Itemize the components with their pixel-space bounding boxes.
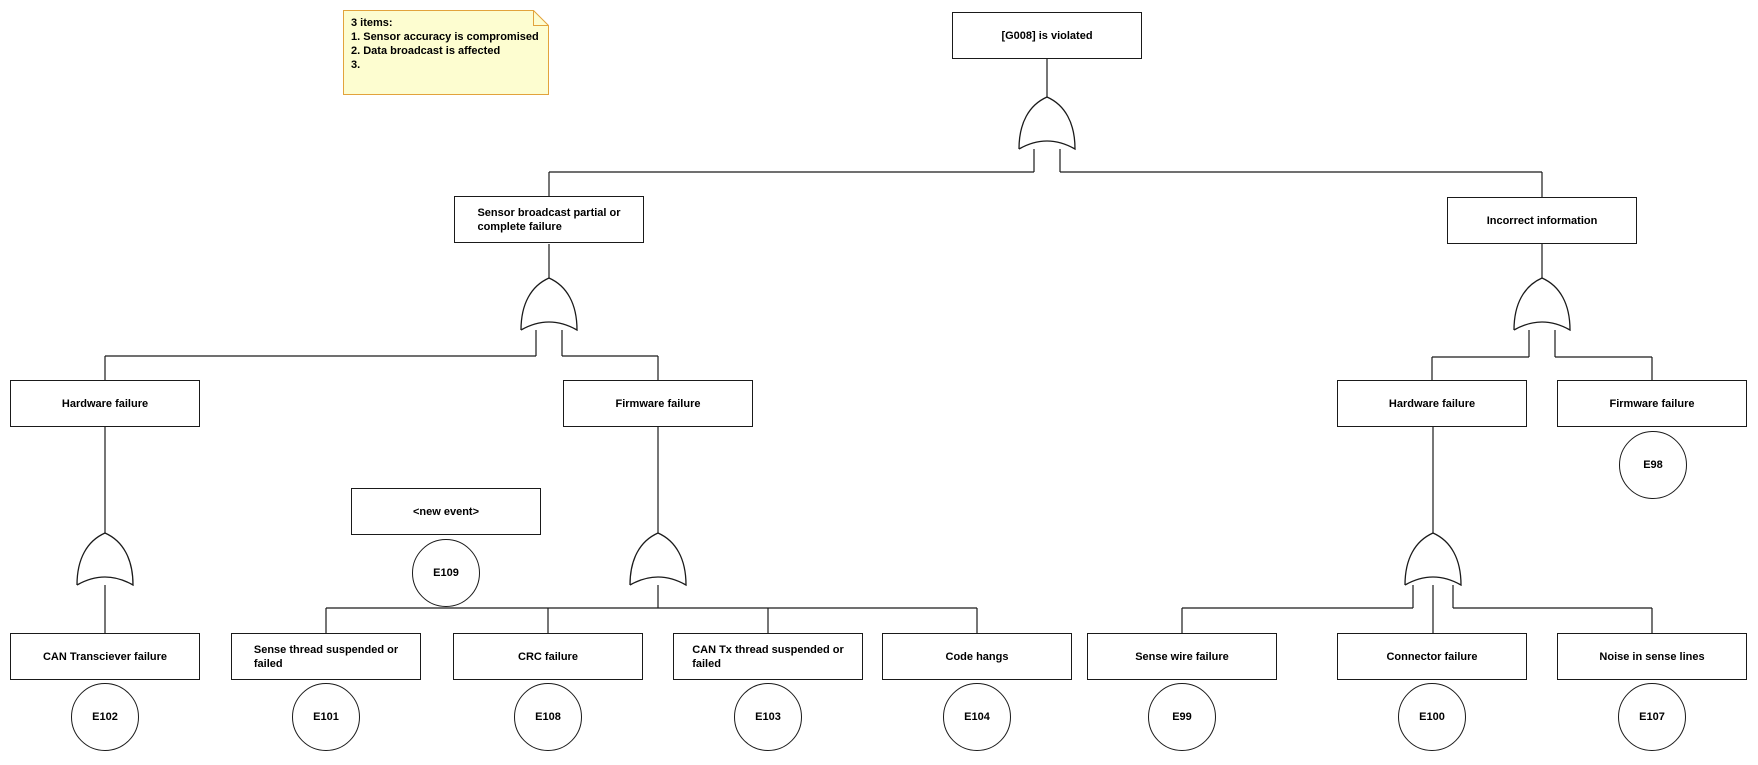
note-line: 2. Data broadcast is affected — [351, 45, 501, 57]
sense-wire-failure[interactable]: Sense wire failure — [1087, 633, 1277, 680]
event-e98[interactable]: E98 — [1619, 431, 1687, 499]
sticky-note[interactable]: 3 items: 1. Sensor accuracy is compromis… — [343, 10, 549, 95]
noise-in-sense-lines[interactable]: Noise in sense lines — [1557, 633, 1747, 680]
sensor-broadcast-failure[interactable]: Sensor broadcast partial or complete fai… — [454, 196, 644, 243]
new-event[interactable]: <new event> — [351, 488, 541, 535]
event-label: E101 — [313, 711, 339, 723]
node-label: Sensor broadcast partial or complete fai… — [477, 206, 621, 233]
hardware-failure-left[interactable]: Hardware failure — [10, 380, 200, 427]
note-line: 3 items: — [351, 17, 393, 29]
event-label: E99 — [1172, 711, 1192, 723]
event-e101[interactable]: E101 — [292, 683, 360, 751]
node-label: Noise in sense lines — [1599, 650, 1705, 663]
event-label: E107 — [1639, 711, 1665, 723]
hardware-failure-right[interactable]: Hardware failure — [1337, 380, 1527, 427]
or-gate-hardware-right[interactable] — [1404, 532, 1462, 587]
node-label: Sense thread suspended or failed — [253, 643, 399, 670]
connectors — [104, 59, 1653, 633]
sticky-note-shape — [343, 10, 549, 95]
or-gate-firmware-left[interactable] — [629, 532, 687, 587]
node-label: Sense wire failure — [1135, 650, 1229, 663]
event-e100[interactable]: E100 — [1398, 683, 1466, 751]
event-e108[interactable]: E108 — [514, 683, 582, 751]
event-e104[interactable]: E104 — [943, 683, 1011, 751]
event-label: E98 — [1643, 459, 1663, 471]
can-transciever-failure[interactable]: CAN Transciever failure — [10, 633, 200, 680]
event-label: E104 — [964, 711, 990, 723]
event-label: E103 — [755, 711, 781, 723]
event-e102[interactable]: E102 — [71, 683, 139, 751]
connector-failure[interactable]: Connector failure — [1337, 633, 1527, 680]
firmware-failure-left[interactable]: Firmware failure — [563, 380, 753, 427]
node-label: <new event> — [412, 505, 480, 518]
node-label: [G008] is violated — [1001, 29, 1093, 42]
incorrect-information[interactable]: Incorrect information — [1447, 197, 1637, 244]
node-label: CRC failure — [518, 650, 578, 663]
event-label: E109 — [433, 567, 459, 579]
or-gate-top[interactable] — [1018, 96, 1076, 151]
or-gate-sensor-broadcast[interactable] — [520, 277, 578, 332]
node-label: Hardware failure — [61, 397, 149, 410]
note-line: 1. Sensor accuracy is compromised — [351, 31, 539, 43]
node-label: Firmware failure — [1609, 397, 1695, 410]
node-label: CAN Tx thread suspended or failed — [692, 643, 844, 670]
node-label: Firmware failure — [615, 397, 701, 410]
sticky-note-text: 3 items: 1. Sensor accuracy is compromis… — [351, 16, 541, 72]
node-label: Connector failure — [1386, 650, 1478, 663]
node-label: Hardware failure — [1388, 397, 1476, 410]
event-e107[interactable]: E107 — [1618, 683, 1686, 751]
event-e103[interactable]: E103 — [734, 683, 802, 751]
top-event-g008[interactable]: [G008] is violated — [952, 12, 1142, 59]
event-label: E108 — [535, 711, 561, 723]
event-label: E102 — [92, 711, 118, 723]
can-tx-thread-suspended[interactable]: CAN Tx thread suspended or failed — [673, 633, 863, 680]
event-e109[interactable]: E109 — [412, 539, 480, 607]
event-label: E100 — [1419, 711, 1445, 723]
note-fold-corner — [533, 10, 549, 26]
or-gate-incorrect-information[interactable] — [1513, 277, 1571, 332]
node-label: Incorrect information — [1486, 214, 1598, 227]
note-line: 3. — [351, 59, 361, 71]
node-label: Code hangs — [945, 650, 1009, 663]
code-hangs[interactable]: Code hangs — [882, 633, 1072, 680]
firmware-failure-right[interactable]: Firmware failure — [1557, 380, 1747, 427]
sense-thread-suspended[interactable]: Sense thread suspended or failed — [231, 633, 421, 680]
node-label: CAN Transciever failure — [42, 650, 168, 663]
crc-failure[interactable]: CRC failure — [453, 633, 643, 680]
or-gate-hardware-left[interactable] — [76, 532, 134, 587]
event-e99[interactable]: E99 — [1148, 683, 1216, 751]
